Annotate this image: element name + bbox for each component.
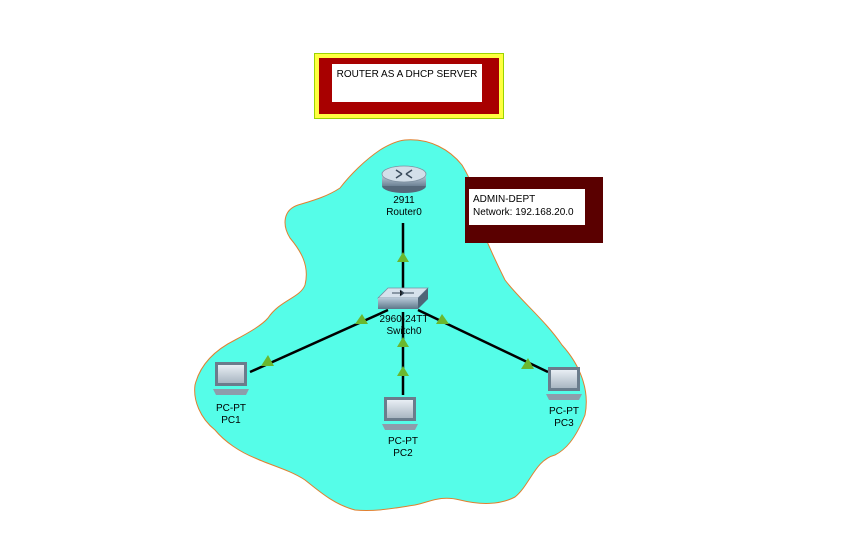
link-up-indicator — [355, 314, 368, 324]
area-note[interactable]: ADMIN-DEPT Network: 192.168.20.0 — [469, 189, 585, 225]
router-name: Router0 — [386, 207, 422, 218]
link-status-indicators — [261, 252, 534, 376]
network-area-cloud — [194, 139, 587, 511]
link-up-indicator — [397, 252, 409, 262]
pc3-icon[interactable] — [546, 367, 582, 400]
pc1-name: PC1 — [221, 415, 241, 426]
pc3-label: PC-PT PC3 — [539, 406, 589, 430]
switch-model: 2960-24TT — [379, 314, 429, 325]
link-up-indicator — [521, 358, 534, 369]
area-note-name: ADMIN-DEPT — [473, 194, 536, 205]
pc2-icon[interactable] — [382, 397, 418, 430]
pc1-icon[interactable] — [213, 362, 249, 395]
switch-label: 2960-24TT Switch0 — [366, 314, 442, 338]
pc2-label: PC-PT PC2 — [378, 436, 428, 460]
router-label: 2911 Router0 — [374, 195, 434, 219]
router-model: 2911 — [393, 195, 415, 206]
pc2-name: PC2 — [393, 448, 413, 459]
title-note[interactable]: ROUTER AS A DHCP SERVER — [332, 64, 482, 102]
pc1-label: PC-PT PC1 — [206, 403, 256, 427]
pc2-model: PC-PT — [388, 436, 418, 447]
area-note-network: Network: 192.168.20.0 — [473, 207, 574, 218]
link-up-indicator — [436, 314, 449, 324]
router-icon[interactable] — [381, 165, 427, 193]
link-up-indicator — [397, 366, 409, 376]
link-up-indicator — [261, 355, 274, 366]
pc1-model: PC-PT — [216, 403, 246, 414]
pc3-model: PC-PT — [549, 406, 579, 417]
link-up-indicator — [397, 337, 409, 347]
switch-icon[interactable] — [377, 287, 429, 309]
pc3-name: PC3 — [554, 418, 574, 429]
switch-name: Switch0 — [386, 326, 422, 337]
